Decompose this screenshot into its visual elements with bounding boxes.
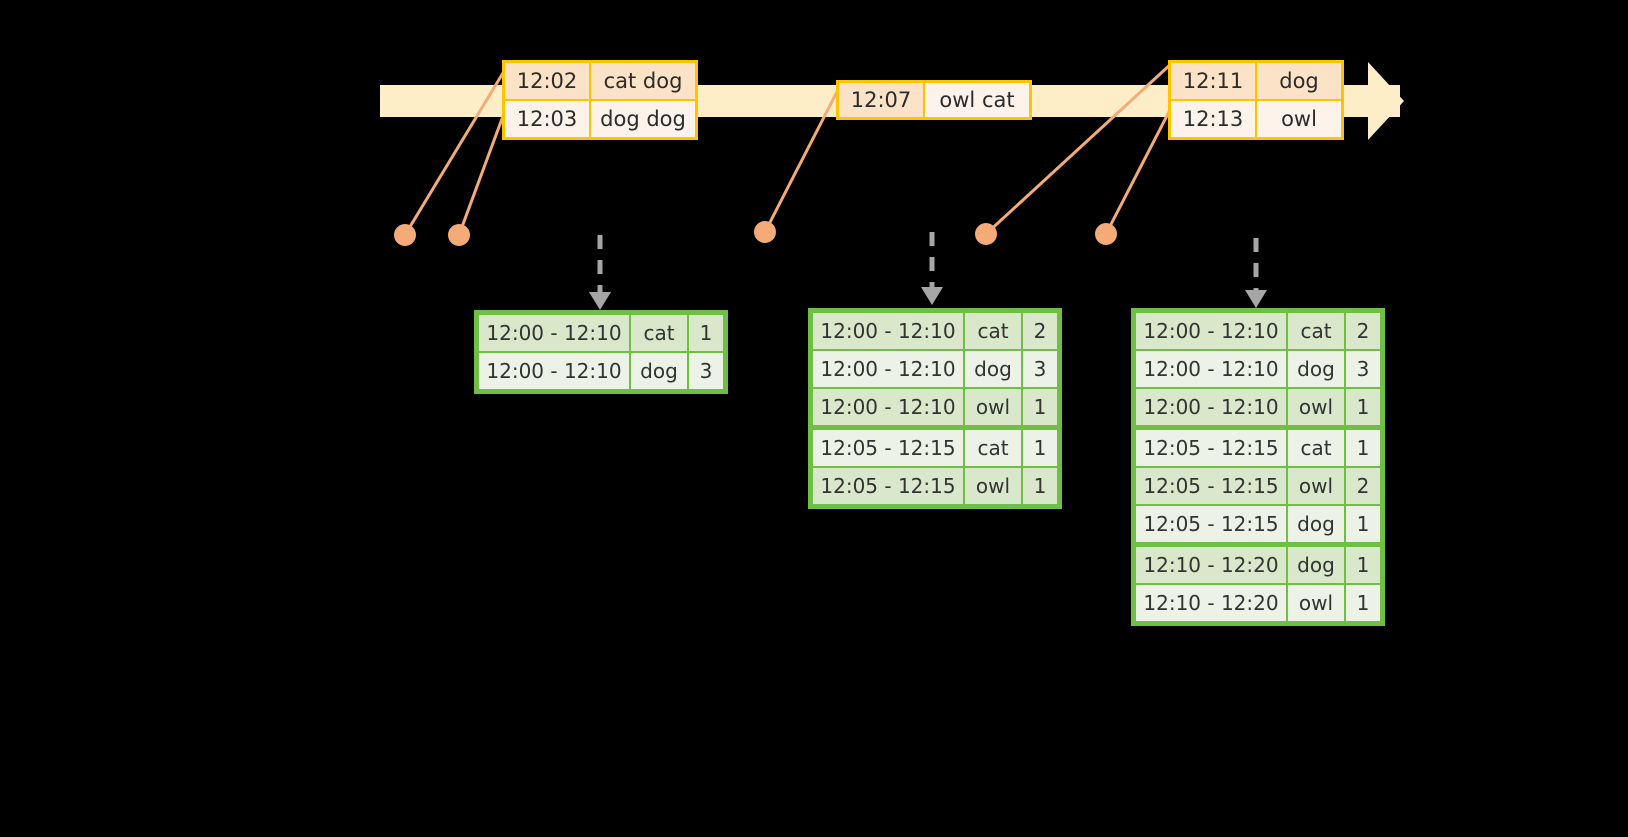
count-cell: 1	[1346, 389, 1380, 425]
connector-dot-1	[394, 224, 416, 246]
dashed-arrow-3	[1245, 238, 1267, 308]
count-cell: 1	[1346, 547, 1380, 583]
dashed-arrow-1	[589, 235, 611, 310]
connector-dot-4	[975, 223, 997, 245]
window-cell: 12:05 - 12:15	[813, 430, 963, 466]
connector-dot-3	[754, 221, 776, 243]
window-cell: 12:05 - 12:15	[813, 468, 963, 504]
connector-line-5	[1104, 105, 1174, 235]
window-cell: 12:00 - 12:10	[479, 353, 629, 389]
event-time: 12:03	[505, 101, 591, 137]
word-cell: owl	[1288, 585, 1344, 621]
event-time: 12:11	[1171, 63, 1257, 99]
word-cell: owl	[965, 468, 1021, 504]
event-words: cat dog	[591, 63, 695, 99]
count-cell: 2	[1346, 468, 1380, 504]
word-cell: dog	[965, 351, 1021, 387]
connector-dot-2	[448, 224, 470, 246]
count-cell: 1	[1346, 506, 1380, 542]
event-row: 12:03 dog dog	[505, 99, 695, 137]
count-cell: 3	[1346, 351, 1380, 387]
window-cell: 12:00 - 12:10	[1136, 351, 1286, 387]
event-row: 12:07 owl cat	[839, 83, 1029, 117]
word-cell: cat	[1288, 430, 1344, 466]
event-row: 12:13 owl	[1171, 99, 1341, 137]
window-cell: 12:05 - 12:15	[1136, 430, 1286, 466]
window-cell: 12:00 - 12:10	[479, 315, 629, 351]
window-cell: 12:10 - 12:20	[1136, 547, 1286, 583]
event-words: dog dog	[591, 101, 695, 137]
window-cell: 12:00 - 12:10	[1136, 389, 1286, 425]
event-group-2[interactable]: 12:07 owl cat	[836, 80, 1032, 120]
word-cell: dog	[631, 353, 687, 389]
window-cell: 12:05 - 12:15	[1136, 468, 1286, 504]
event-words: owl cat	[925, 83, 1029, 117]
word-cell: cat	[1288, 313, 1344, 349]
count-cell: 1	[1346, 585, 1380, 621]
count-cell: 2	[1346, 313, 1380, 349]
event-row: 12:02 cat dog	[505, 63, 695, 99]
count-cell: 3	[689, 353, 723, 389]
connector-dot-5	[1095, 223, 1117, 245]
event-words: owl	[1257, 101, 1341, 137]
window-cell: 12:00 - 12:10	[1136, 313, 1286, 349]
word-cell: owl	[1288, 389, 1344, 425]
event-group-1[interactable]: 12:02 cat dog 12:03 dog dog	[502, 60, 698, 140]
word-cell: owl	[1288, 468, 1344, 504]
event-words: dog	[1257, 63, 1341, 99]
count-cell: 1	[1023, 389, 1057, 425]
event-time: 12:02	[505, 63, 591, 99]
count-cell: 3	[1023, 351, 1057, 387]
word-cell: dog	[1288, 506, 1344, 542]
count-cell: 1	[689, 315, 723, 351]
connector-line-2	[457, 107, 508, 236]
event-row: 12:11 dog	[1171, 63, 1341, 99]
word-cell: dog	[1288, 351, 1344, 387]
count-cell: 2	[1023, 313, 1057, 349]
word-cell: dog	[1288, 547, 1344, 583]
event-time: 12:13	[1171, 101, 1257, 137]
word-cell: cat	[631, 315, 687, 351]
window-cell: 12:05 - 12:15	[1136, 506, 1286, 542]
count-cell: 1	[1023, 430, 1057, 466]
word-cell: cat	[965, 313, 1021, 349]
window-cell: 12:00 - 12:10	[813, 389, 963, 425]
event-time: 12:07	[839, 83, 925, 117]
count-cell: 1	[1346, 430, 1380, 466]
word-cell: cat	[965, 430, 1021, 466]
window-cell: 12:10 - 12:20	[1136, 585, 1286, 621]
word-cell: owl	[965, 389, 1021, 425]
count-cell: 1	[1023, 468, 1057, 504]
window-cell: 12:00 - 12:10	[813, 351, 963, 387]
event-group-3[interactable]: 12:11 dog 12:13 owl	[1168, 60, 1344, 140]
window-cell: 12:00 - 12:10	[813, 313, 963, 349]
dashed-arrow-2	[921, 232, 943, 305]
